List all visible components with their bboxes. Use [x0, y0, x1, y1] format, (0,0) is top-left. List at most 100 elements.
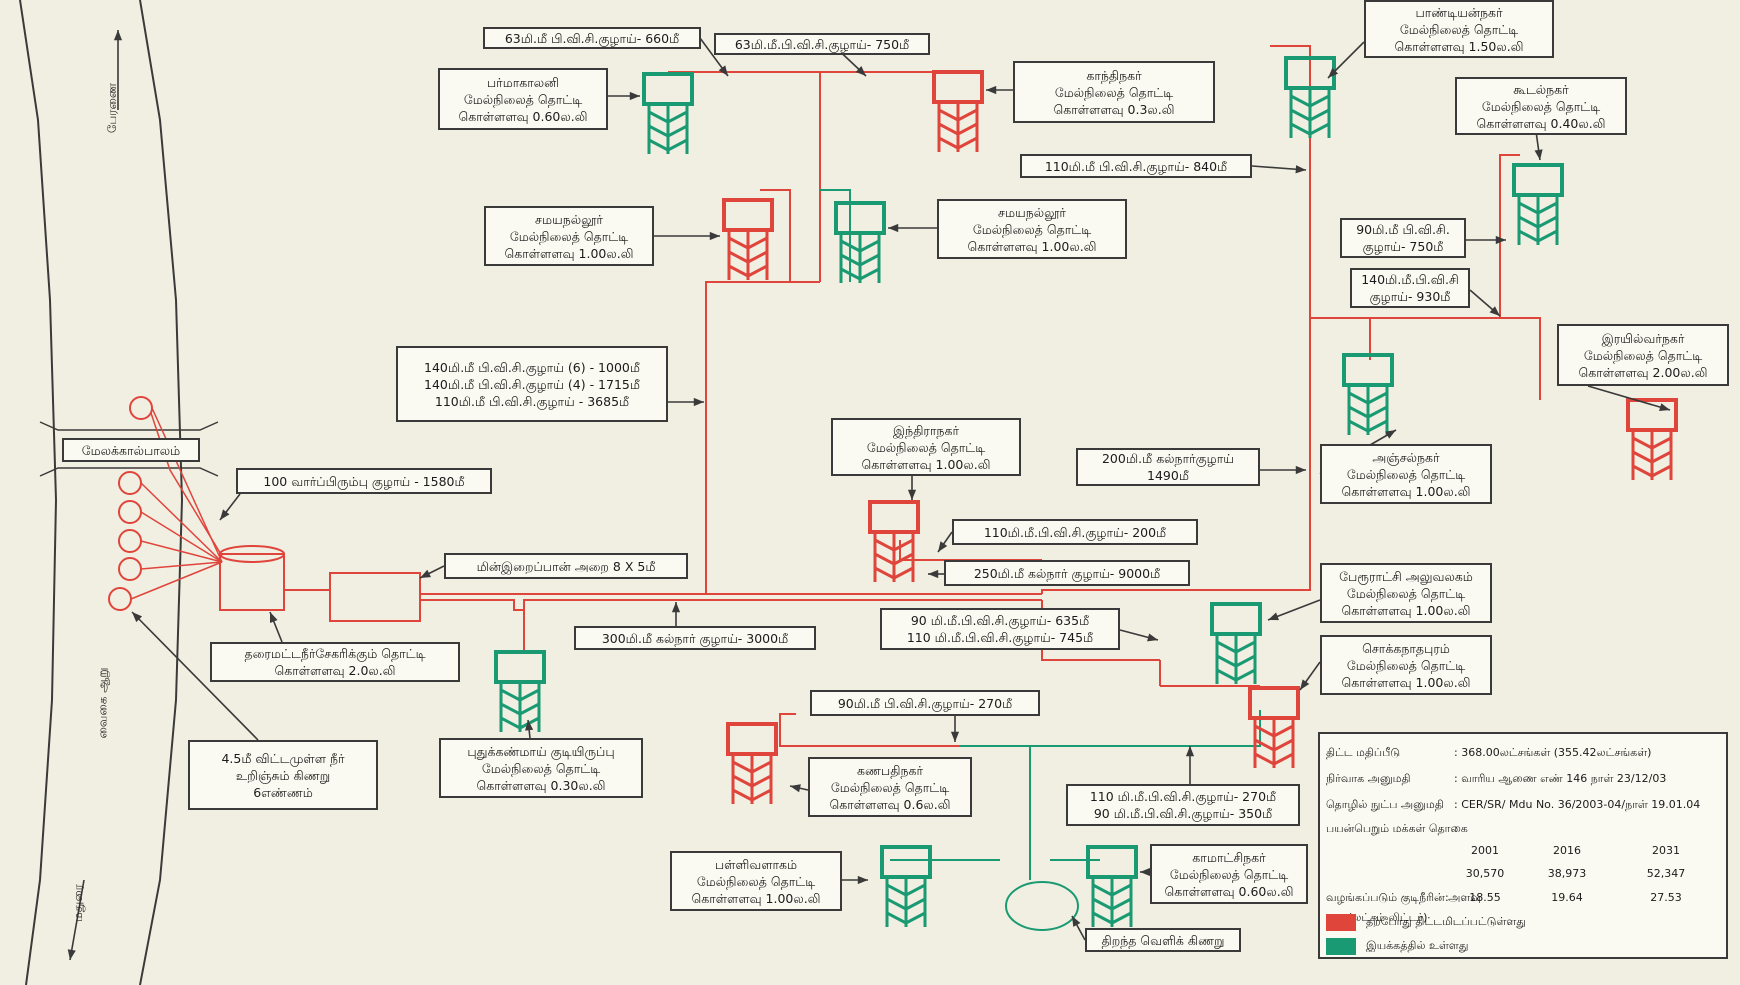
label-line: இந்திராநகர் — [893, 422, 959, 438]
label-line: கொள்ளளவு 1.00ல.லி — [1341, 602, 1471, 618]
railway-feed — [1310, 317, 1541, 400]
arrow-head — [420, 569, 431, 578]
label-openwell: திறந்த வெளிக் கிணறு — [1085, 928, 1241, 952]
label-line: கொள்ளளவு 0.40ல.லி — [1476, 115, 1606, 131]
label-line: பேரூராட்சி அலுவலகம் — [1339, 568, 1473, 584]
arrow-head — [1300, 679, 1310, 690]
tower-samaya2-brace — [840, 253, 880, 267]
label-line: மேல்நிலைத் தொட்டி — [696, 873, 816, 889]
arrow-head — [629, 91, 640, 101]
label-line: 110மி.மீ பி.வி.சி.குழாய்- 840மீ — [1044, 158, 1228, 174]
tower-anjal-brace — [1348, 405, 1388, 419]
tower-samaya2-tank — [834, 201, 886, 235]
label-line: மேல்நிலைத் தொட்டி — [1481, 98, 1601, 114]
pandiyan-feed — [1270, 45, 1311, 60]
label-pipe90-270: 90மி.மீ பி.வி.சி.குழாய்- 270மீ — [810, 690, 1040, 716]
intake-well-1 — [129, 396, 153, 420]
info-row: தொழில் நுட்ப அனுமதி : CER/SR/ Mdu No. 36/… — [1326, 798, 1720, 816]
tower-parmacolony-tank — [642, 72, 694, 106]
tower-palli-brace — [886, 897, 926, 911]
label-line: சமயநல்லூர் — [998, 204, 1066, 220]
tower-chokka-brace — [1254, 738, 1294, 752]
tower-chokka-brace — [1254, 724, 1294, 738]
tower-ganapathi-brace — [732, 788, 772, 802]
label-line: கொள்ளளவு 0.30ல.லி — [476, 777, 606, 793]
label-line: 300மி.மீ கல்நார் குழாய்- 3000மீ — [601, 630, 789, 646]
label-line: 110மி.மீ பி.வி.சி.குழாய் - 3685மீ — [434, 393, 630, 409]
label-line: பள்ளிவளாகம் — [714, 856, 798, 872]
label-pump: மின்இறைப்பான் அறை 8 X 5மீ — [444, 553, 688, 579]
label-pipe63-750: 63மி.மீ.பி.வி.சி.குழாய்- 750மீ — [714, 33, 930, 55]
tower-samaya1-brace — [728, 264, 768, 278]
label-line: 110 மி.மீ.பி.வி.சி.குழாய்- 270மீ — [1089, 789, 1277, 804]
info-row: பயன்பெறும் மக்கள் தொகை: — [1326, 822, 1720, 840]
river-south-label: மதுரை — [70, 884, 85, 922]
tower-samaya2-brace — [840, 239, 880, 253]
supply-unit-row: (லட்சம் லிட்டர்) — [1326, 911, 1720, 929]
label-line: பாண்டியன்நகர் — [1415, 4, 1503, 20]
tower-samaya1-brace — [728, 236, 768, 250]
label-chokka: சொக்கநாதபுரம்மேல்நிலைத் தொட்டிகொள்ளளவு 1… — [1320, 635, 1492, 695]
arrow-head — [671, 602, 681, 613]
label-pipes-main: 140மி.மீ பி.வி.சி.குழாய் (6) - 1000மீ140… — [396, 346, 668, 422]
label-line: மேல்நிலைத் தொட்டி — [866, 439, 986, 455]
arrow-head — [1185, 746, 1195, 757]
label-line: 6எண்ணம் — [253, 784, 313, 800]
arrow-head — [888, 223, 899, 233]
green-loop — [960, 710, 1261, 747]
label-line: 140மி.மீ.பி.வி.சி — [1361, 272, 1459, 287]
supply-row: வழங்கப்படும் குடிநீரின் அளவு : 18.55 19.… — [1326, 891, 1720, 909]
arrow-head — [986, 85, 997, 95]
river-bank-left — [19, 0, 58, 985]
tower-indira-brace — [874, 552, 914, 566]
project-info-table: திட்ட மதிப்பீடு: 368.00லட்சங்கள் (355.42… — [1318, 732, 1728, 959]
intake-well-5 — [118, 557, 142, 581]
label-railway: இரயில்வர்நகர்மேல்நிலைத் தொட்டிகொள்ளளவு 2… — [1557, 324, 1729, 386]
well-connector — [140, 540, 223, 563]
tower-kamatchi-brace — [1092, 883, 1132, 897]
label-line: 250மி.மீ கல்நார் குழாய்- 9000மீ — [973, 565, 1161, 581]
tower-ganapathi-brace — [732, 774, 772, 788]
tower-kamatchi-tank — [1086, 845, 1138, 879]
label-line: மேல்நிலைத் தொட்டி — [1399, 21, 1519, 37]
tower-indira-brace — [874, 538, 914, 552]
open-well — [1005, 881, 1079, 931]
info-row-label: தொழில் நுட்ப அனுமதி — [1326, 798, 1444, 811]
tower-ganapathi-tank — [726, 722, 778, 756]
label-pipe100-1580: 100 வார்ப்பிரும்பு குழாய் - 1580மீ — [236, 468, 492, 494]
label-line: மேல்நிலைத் தொட்டி — [972, 221, 1092, 237]
bridge-bottom — [39, 467, 219, 477]
main-pipe-parallel — [420, 599, 1042, 611]
info-row-value: : CER/SR/ Mdu No. 36/2003-04/நாள் 19.01.… — [1454, 798, 1701, 811]
arrow-head — [693, 397, 704, 407]
label-line: காமாட்சிநகர் — [1192, 849, 1266, 865]
sump-body — [219, 553, 285, 611]
label-line: கொள்ளளவு 0.6ல.லி — [829, 796, 951, 812]
arrow-head — [1659, 403, 1670, 412]
arrow-head — [790, 784, 801, 793]
tower-puthu-brace — [500, 702, 540, 716]
label-samaya1: சமயநல்லூர்மேல்நிலைத் தொட்டிகொள்ளளவு 1.00… — [484, 206, 654, 266]
year-row: 2001 2016 2031 — [1326, 844, 1720, 862]
tower-kanthinagar-tank — [932, 70, 984, 104]
info-row-label: நிர்வாக அனுமதி — [1326, 772, 1411, 785]
label-line: சமயநல்லூர் — [535, 211, 603, 227]
tower-railway-brace — [1632, 436, 1672, 450]
tower-kanthinagar-brace — [938, 122, 978, 136]
label-line: மேல்நிலைத் தொட்டி — [463, 91, 583, 107]
intake-well-2 — [118, 471, 142, 495]
tower-chokka-tank — [1248, 686, 1300, 720]
label-line: 140மி.மீ பி.வி.சி.குழாய் (4) - 1715மீ — [424, 376, 640, 392]
label-line: 90 மி.மீ.பி.வி.சி.குழாய்- 350மீ — [1093, 806, 1273, 821]
tower-puthu-brace — [500, 716, 540, 730]
arrow-head — [1385, 430, 1396, 439]
river-flow-arrow-south — [69, 879, 85, 961]
river-name-label: வைகை ஆறு — [95, 667, 110, 739]
arrow-head — [907, 489, 917, 500]
year-2001: 2001 — [1471, 844, 1499, 857]
label-line: கொள்ளளவு 1.00ல.லி — [691, 890, 821, 906]
arrow-head — [1489, 306, 1500, 316]
tower-kanthinagar-brace — [938, 136, 978, 150]
label-koodal: கூடல்நகர்மேல்நிலைத் தொட்டிகொள்ளளவு 0.40ல… — [1455, 77, 1627, 135]
river-bank-right — [139, 0, 184, 985]
